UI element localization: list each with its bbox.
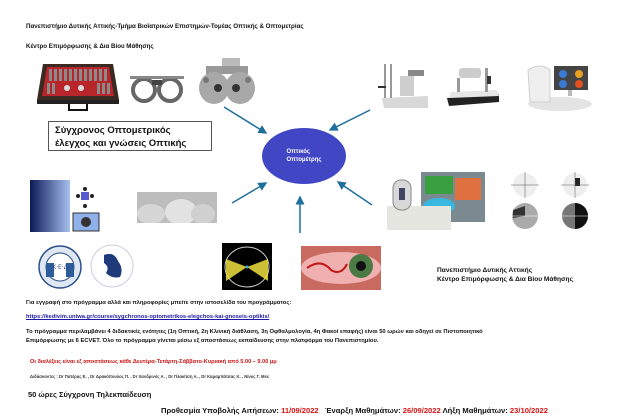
description-line-1: Το πρόγραμμα περιλαμβάνει 4 διδακτικές ε… (26, 329, 483, 335)
end-label: Λήξη Μαθημάτων: (442, 406, 508, 415)
circle-line-2: Οπτομέτρης (286, 157, 322, 163)
university-name: Πανεπιστήμιο Δυτικής Αττικής (437, 267, 533, 274)
dates-row: Προθεσμία Υποβολής Αιτήσεων: 11/09/2022 … (161, 406, 548, 415)
light-rays-diagram-image (222, 243, 272, 290)
oct-scan-image (385, 168, 487, 233)
lectures-schedule: Οι διαλέξεις είναι εξ αποστάσεως κάθε Δε… (30, 359, 277, 365)
contact-lenses-image (137, 192, 217, 223)
hours-label: 50 ώρες Σύγχρονη Τηλεκπαίδευση (28, 390, 152, 399)
keratometer-image (447, 64, 501, 108)
slit-lamp-image (378, 62, 430, 110)
uniwa-logo (88, 243, 136, 289)
kedivim-logo: Κ·Ε·Δ (38, 245, 82, 289)
course-title-line-1: Σύγχρονος Οπτομετρικός (55, 125, 171, 136)
header-line-1: Πανεπιστήμιο Δυτικής Αττικής-Τμήμα Βιοϊα… (26, 23, 304, 30)
arrow-top-left (223, 106, 268, 134)
start-value: 26/09/2022 (402, 406, 441, 415)
arrow-bottom-left (231, 182, 268, 204)
oct-device-image (520, 62, 592, 114)
course-title-line-2: έλεγχος και γνώσεις Οπτικής (55, 138, 187, 149)
visual-field-plots-image (505, 170, 600, 232)
center-name: Κέντρο Επιμόρφωσης & Δια Βίου Μάθησης (437, 276, 573, 283)
start-label: Έναρξη Μαθημάτων: (325, 406, 401, 415)
arrow-top-right (328, 109, 371, 131)
course-url-link[interactable]: https://kedivim.uniwa.gr/course/sygchron… (26, 314, 270, 320)
end-value: 23/10/2022 (509, 406, 548, 415)
arrow-bottom-right (336, 181, 373, 206)
teachers-list: Διδάσκοντες : Dr Πατέρας Ε. , Dr Δρακόπο… (30, 374, 270, 379)
deadline-value: 11/09/2022 (281, 406, 319, 415)
deadline-label: Προθεσμία Υποβολής Αιτήσεων: (161, 406, 279, 415)
svg-text:Κ·Ε·Δ: Κ·Ε·Δ (52, 264, 69, 271)
university-block: Πανεπιστήμιο Δυτικής Αττικής Κέντρο Επιμ… (437, 266, 573, 284)
optometrist-circle: Οπτικός Οπτομέτρης (262, 128, 346, 184)
circle-line-1: Οπτικός (286, 149, 311, 155)
trial-lens-case-image (35, 60, 120, 112)
program-description: Το πρόγραμμα περιλαμβάνει 4 διδακτικές ε… (26, 328, 483, 346)
contrast-sensitivity-image (30, 180, 100, 232)
phoropter-image (196, 58, 258, 108)
trial-frame-image (128, 70, 186, 106)
description-line-2: Επιμόρφωσης με 6 ECVET. Όλο το πρόγραμμα… (26, 338, 379, 344)
course-title-box: Σύγχρονος Οπτομετρικός έλεγχος και γνώσε… (48, 121, 212, 151)
registration-text: Για εγγραφή στο πρόγραμμα αλλά και πληρο… (26, 300, 292, 306)
red-eye-image (301, 246, 381, 290)
header-line-2: Κέντρο Επιμόρφωσης & Δια Βίου Μάθησης (26, 43, 154, 50)
